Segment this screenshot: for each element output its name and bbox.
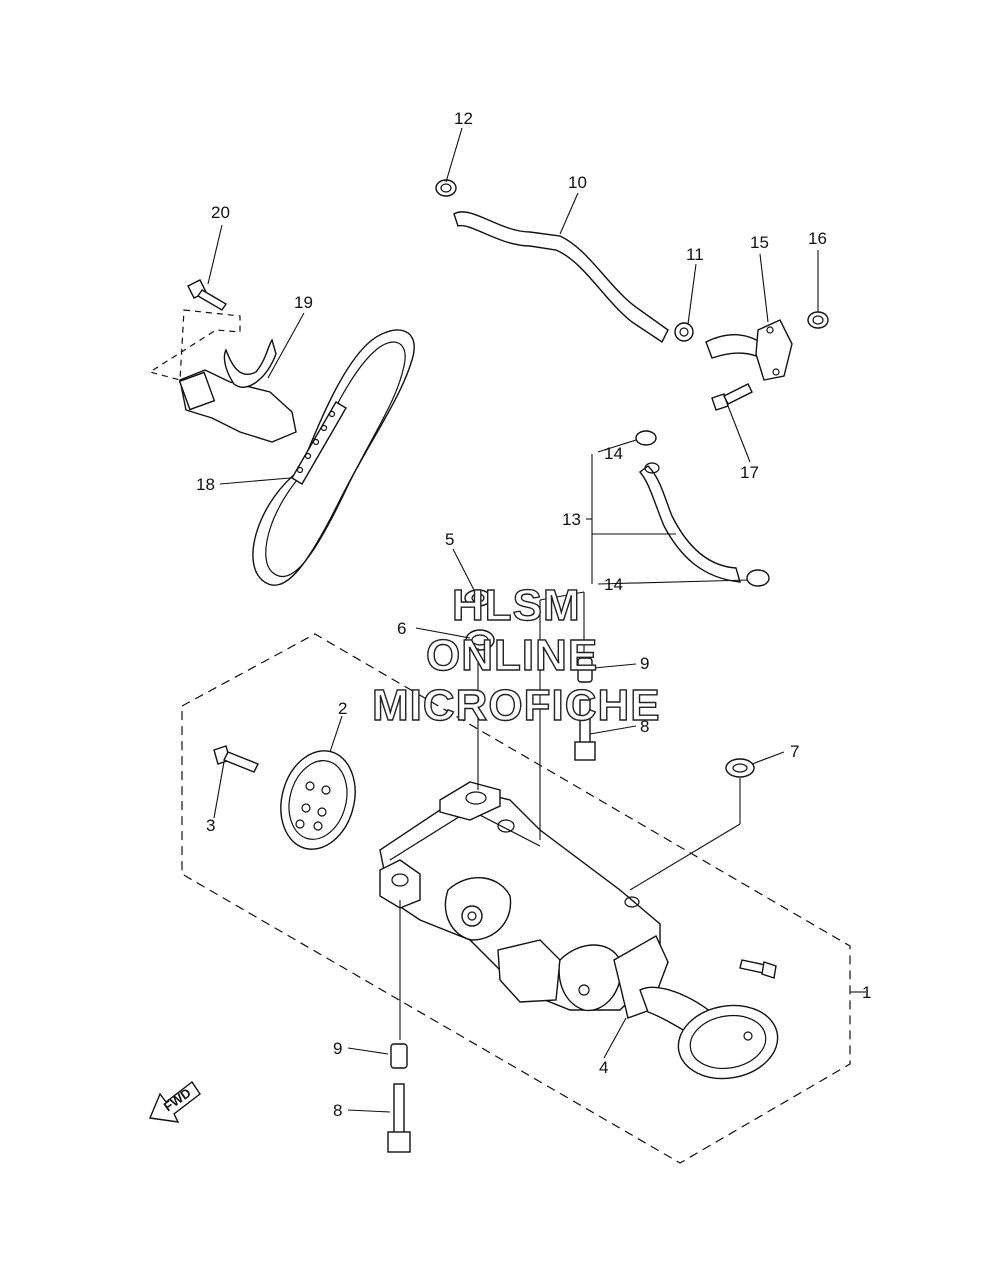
callout-9-bottom: 9 xyxy=(333,1039,342,1058)
callout-4: 4 xyxy=(599,1058,608,1077)
clamp-11[interactable] xyxy=(674,322,694,342)
collar-5[interactable] xyxy=(464,589,492,607)
callout-17: 17 xyxy=(740,463,759,482)
dowel-9-bottom[interactable] xyxy=(390,1043,408,1069)
callout-6: 6 xyxy=(397,619,406,638)
callout-14-bottom: 14 xyxy=(604,575,623,594)
chain-18[interactable] xyxy=(252,329,415,586)
pipe-15[interactable] xyxy=(705,319,793,381)
callout-16: 16 xyxy=(808,229,827,248)
callout-10: 10 xyxy=(568,173,587,192)
bolt-8-bottom[interactable] xyxy=(387,1083,411,1153)
callout-20: 20 xyxy=(211,203,230,222)
callout-12: 12 xyxy=(454,109,473,128)
callout-11: 11 xyxy=(686,245,704,264)
callout-18: 18 xyxy=(196,475,215,494)
chain-links-18 xyxy=(291,401,347,485)
callout-8-bottom: 8 xyxy=(333,1101,342,1120)
strainer-4[interactable] xyxy=(613,935,783,1086)
clamp-14-bottom[interactable] xyxy=(746,569,770,587)
callout-8-top: 8 xyxy=(640,717,649,736)
bolt-3[interactable] xyxy=(213,745,259,773)
o-ring-7[interactable] xyxy=(725,758,755,778)
watermark-line-2: ONLINE xyxy=(426,631,598,680)
bolt-17[interactable] xyxy=(711,383,753,411)
chain-guide-19[interactable] xyxy=(178,338,297,443)
callout-9-top: 9 xyxy=(640,654,649,673)
dowel-9-top[interactable] xyxy=(577,657,593,683)
callout-19: 19 xyxy=(294,293,313,312)
callout-5: 5 xyxy=(445,530,454,549)
callout-14-top: 14 xyxy=(604,444,623,463)
callout-2: 2 xyxy=(338,699,347,718)
oil-pump-body[interactable] xyxy=(379,781,661,1012)
watermark-line-1: HLSM xyxy=(452,581,581,630)
o-ring-6[interactable] xyxy=(465,629,495,651)
callout-1: 1 xyxy=(862,983,871,1002)
bolt-20-reference-box xyxy=(148,309,241,381)
callout-13: 13 xyxy=(562,510,581,529)
clamp-12[interactable] xyxy=(435,179,457,197)
o-ring-16[interactable] xyxy=(807,311,829,329)
bolt-8-top[interactable] xyxy=(574,699,596,761)
hose-13[interactable] xyxy=(638,462,741,583)
clamp-14-top[interactable] xyxy=(635,430,657,446)
assembly-boundary xyxy=(181,633,851,1164)
forward-arrow-icon: FWD xyxy=(149,1080,201,1123)
hose-10[interactable] xyxy=(453,211,669,344)
callout-15: 15 xyxy=(750,233,769,252)
bolt-20[interactable] xyxy=(187,279,227,311)
leader-lines xyxy=(207,127,866,1113)
sprocket-2[interactable] xyxy=(270,742,365,857)
watermark-line-3: MICROFICHE xyxy=(372,681,661,730)
strainer-bolt[interactable] xyxy=(739,959,777,979)
callout-labels: 12 10 20 11 15 16 19 14 17 18 13 5 14 6 … xyxy=(196,109,871,1120)
callout-7: 7 xyxy=(790,742,799,761)
callout-3: 3 xyxy=(206,816,215,835)
watermark: HLSM ONLINE MICROFICHE xyxy=(371,580,661,730)
